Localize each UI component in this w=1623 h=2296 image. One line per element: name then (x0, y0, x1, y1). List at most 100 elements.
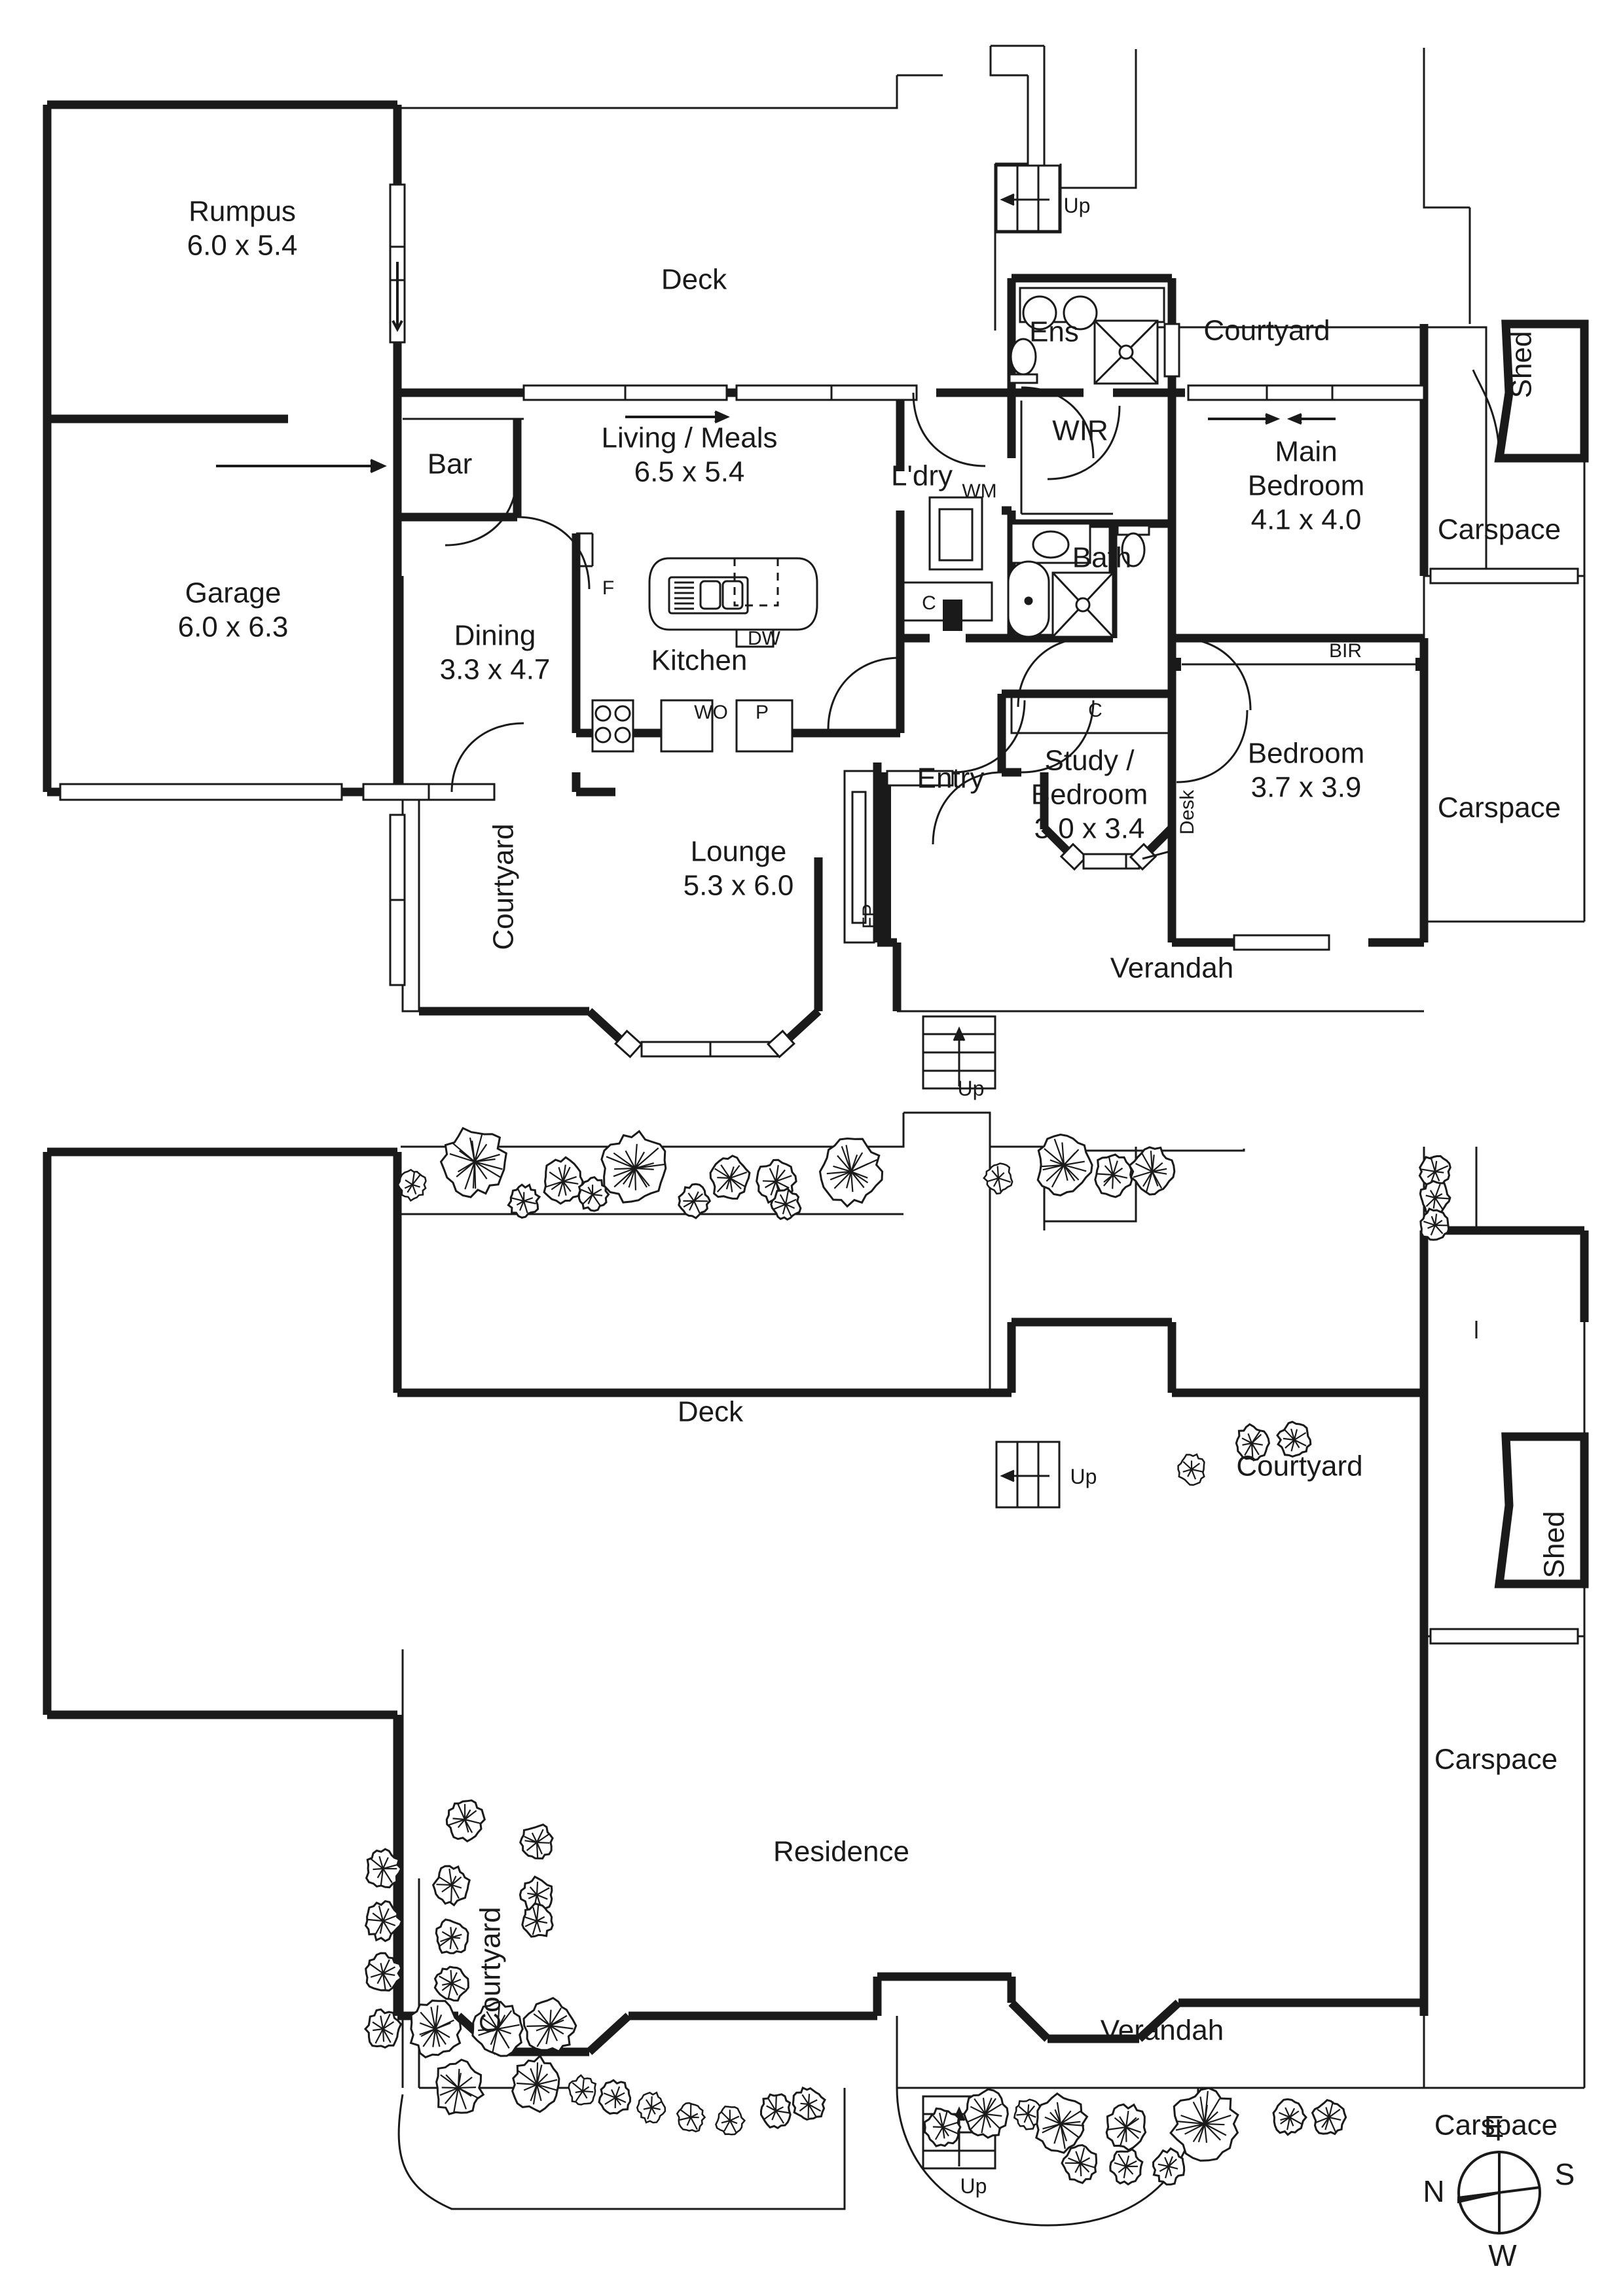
tree-icon (1013, 2098, 1044, 2130)
tree-icon (543, 1156, 584, 1205)
bath-shower-icon (1051, 571, 1114, 638)
room-dimensions: 5.3 x 6.0 (684, 870, 794, 902)
room-name: Residence (773, 1836, 909, 1868)
compass-rose (1457, 2151, 1541, 2234)
dishwasher-icon (735, 628, 775, 648)
tree-icon (435, 2058, 485, 2115)
tree-icon (445, 1799, 486, 1842)
tree-icon (1035, 2092, 1089, 2154)
room-name: WIR (1052, 415, 1108, 447)
room-name: Shed (1506, 331, 1538, 399)
tree-icon (435, 1918, 469, 1954)
tree-icon (397, 1168, 427, 1202)
room-label-site-residence: Residence (773, 1836, 909, 1868)
room-label-ens: Ens (1029, 316, 1079, 348)
tree-icon (1177, 1453, 1205, 1486)
tree-icon (433, 1965, 469, 2002)
tree-icon (471, 2000, 524, 2057)
room-name: Carspace (1434, 2109, 1558, 2142)
room-name: Entry (917, 762, 985, 795)
laundry-trough-icon (938, 508, 974, 562)
room-name: Bath (1072, 542, 1132, 574)
room-name: Ens (1029, 316, 1079, 348)
tree-icon (577, 1175, 610, 1212)
stair-label-stair-up-top: Up (1064, 194, 1091, 217)
tree-icon (1419, 1179, 1451, 1215)
room-name: BIR (1329, 640, 1362, 662)
tree-icon (676, 2102, 706, 2133)
site-stair-top-icon (995, 1441, 1061, 1509)
tree-icon (364, 1900, 403, 1943)
room-name: Living / Meals (601, 422, 777, 454)
tree-icon (1152, 2147, 1186, 2186)
tree-icon (1272, 2098, 1307, 2136)
room-label-bath: Bath (1072, 542, 1132, 574)
room-label-site-courtyard-left: Courtyard (475, 1907, 507, 2033)
tree-icon (365, 1952, 403, 1992)
tree-icon (521, 1902, 554, 1938)
compass-n: N (1423, 2174, 1444, 2208)
site-walls (43, 1147, 1589, 2056)
windows-and-doors (59, 183, 1579, 1058)
room-name: Dining (454, 620, 536, 652)
room-name: Study / (1045, 745, 1135, 777)
tree-icon (923, 2108, 962, 2147)
tree-icon (1235, 1423, 1271, 1462)
room-label-kitchen: Kitchen (651, 645, 748, 677)
tree-icon (409, 2000, 462, 2059)
room-label-deck: Deck (661, 264, 727, 296)
tree-icon (365, 1848, 403, 1889)
room-label-ldry: L'dry (891, 460, 953, 492)
room-name: Courtyard (1203, 315, 1330, 347)
tree-icon (363, 2008, 403, 2049)
room-name: P (756, 702, 769, 723)
compass-s: S (1555, 2157, 1575, 2191)
room-name: Verandah (1101, 2015, 1224, 2047)
room-name: Deck (678, 1396, 744, 1428)
tree-icon (1061, 2144, 1098, 2185)
room-label-wo: WO (694, 702, 728, 723)
tree-icon (1276, 1420, 1312, 1458)
kitchen-island-icon (648, 557, 818, 648)
room-name: Kitchen (651, 645, 748, 677)
tree-icon (1419, 1207, 1450, 1241)
room-name: Carspace (1438, 514, 1561, 546)
room-name: WO (694, 702, 728, 723)
room-label-p_pantry: P (756, 702, 769, 723)
ens-shower-icon (1093, 319, 1159, 385)
bath-toilet-icon (1121, 532, 1146, 567)
room-label-site-carspace-top: Carspace (1434, 1744, 1558, 1776)
pantry-icon (735, 699, 793, 753)
shed-ground (1472, 319, 1589, 463)
tree-icon (1109, 2148, 1144, 2186)
room-name: Carspace (1434, 1744, 1558, 1776)
tree-icon (431, 1865, 471, 1907)
tree-icon (511, 2054, 560, 2113)
room-name: FP (859, 904, 881, 929)
tree-icon (760, 2093, 792, 2130)
site-shed (1494, 1432, 1589, 1588)
room-dimensions: 3.0 x 3.4 (1034, 813, 1145, 845)
room-name: Shed (1539, 1511, 1571, 1579)
room-dimensions: 3.7 x 3.9 (1251, 772, 1362, 804)
tree-icon (818, 1137, 884, 1208)
room-label-site-deck: Deck (678, 1396, 744, 1428)
room-name: C (922, 592, 936, 614)
tree-icon (792, 2086, 826, 2121)
stair-label-stair-up-bottom: Up (958, 1077, 985, 1100)
tree-icon (600, 1130, 667, 1204)
tree-icon (1169, 2087, 1239, 2162)
room-dimensions: 6.0 x 6.3 (178, 611, 289, 643)
ens-basin-icon (1022, 295, 1057, 331)
tree-icon (983, 1162, 1013, 1195)
room-label-shed_top: Shed (1506, 331, 1538, 399)
exterior-walls (43, 100, 1429, 1050)
room-name: C (1088, 700, 1103, 721)
room-dimensions: 6.5 x 5.4 (634, 456, 745, 488)
